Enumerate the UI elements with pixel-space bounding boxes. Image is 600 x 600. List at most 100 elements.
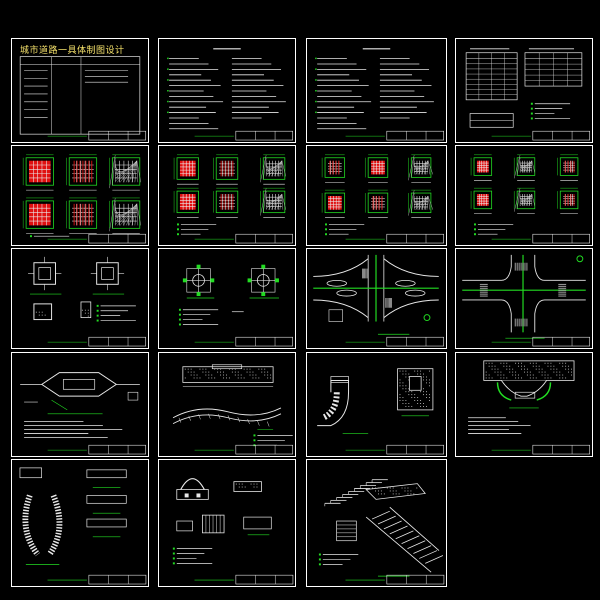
curb-section [80,301,92,319]
paving-pattern-frame [25,157,54,186]
aggregate-fill [526,374,528,376]
aggregate-fill [518,374,519,376]
paving-pattern-hatch [136,160,141,183]
aggregate-fill [515,371,517,373]
traffic-island [326,279,347,287]
paving-pattern-hatch [279,194,283,210]
drain-section [243,516,272,530]
aggregate-fill [392,490,394,492]
aggregate-fill [518,365,519,367]
aggregate-fill [417,400,419,401]
aggregate-fill [420,373,422,375]
sheet-paving-3 [306,145,447,246]
gravel-fill [41,314,43,316]
note-bullet [253,439,256,442]
sheet-intersection-2 [455,248,593,349]
aggregate-fill [249,368,251,370]
aggregate-fill [414,370,416,372]
aggregate-fill [270,374,272,376]
curve-hatch [198,414,201,420]
paving-pattern-hatch [115,164,134,179]
section-void [184,493,189,498]
sheet-intersection-1 [306,248,447,349]
stair-perspective-tread [383,520,402,530]
aggregate-fill [220,371,222,373]
aggregate-fill [392,493,394,495]
tree-grate-lug [275,278,279,283]
aggregate-fill [509,365,511,367]
sheet-tree-pit-2-drawing [178,264,293,347]
aggregate-fill [196,377,198,379]
note-bullet [178,323,181,326]
sheet-curve-drawing [19,467,147,585]
paving-pattern-hatch [266,161,282,176]
aggregate-fill [506,365,508,367]
aggregate-fill [565,368,567,370]
aggregate-fill [214,377,216,379]
note-bullet [96,304,99,307]
aggregate-fill [544,362,546,364]
paving-pattern-hatch [263,157,267,180]
paving-pattern-hatch [273,193,283,210]
paving-pattern-hatch [263,191,267,213]
curve-hatch [178,417,182,423]
paving-pattern-hatch [266,167,276,170]
aggregate-fill [416,487,418,489]
aggregate-fill [426,405,427,407]
island-inner [62,379,96,390]
aggregate-fill [411,397,413,399]
drain-section [397,368,434,411]
aggregate-fill [417,373,419,375]
curb-section [86,469,127,479]
aggregate-fill [521,377,522,379]
aggregate-fill [423,394,424,396]
sheet-paving-1 [11,145,149,246]
note-bullet [167,100,169,103]
aggregate-fill [408,391,410,393]
note-bullet [177,223,179,226]
aggregate-fill [405,388,407,390]
paving-pattern-hatch [417,195,429,210]
paving-pattern-frame [324,157,346,178]
paving-pattern-hatch [268,160,283,177]
island-outline [40,372,118,397]
title-block [386,336,444,347]
aggregate-fill [256,483,258,485]
paving-pattern-hatch [426,160,429,175]
sheet-tree-pit-1 [11,248,149,349]
aggregate-fill [423,379,424,381]
aggregate-fill [565,362,567,364]
paving-pattern-fill [327,195,342,210]
title-block [386,574,445,585]
aggregate-fill [497,374,499,376]
aggregate-fill [240,377,242,379]
aggregate-fill [420,370,422,372]
note-bullet [530,102,533,105]
aggregate-fill [193,374,195,376]
aggregate-fill [535,362,537,364]
paving-pattern-fill [29,160,51,183]
title-block [88,233,146,244]
aggregate-fill [214,368,216,370]
aggregate-fill [485,377,487,379]
paving-pattern-hatch [279,160,283,177]
aggregate-fill [211,374,213,376]
paving-pattern-hatch [281,193,287,210]
aggregate-fill [550,377,552,379]
paving-pattern-hatch [414,162,427,173]
paving-pattern-hatch [514,154,521,179]
north-arrow-icon [423,314,431,322]
curb-section [86,518,127,528]
aggregate-fill [244,486,246,488]
aggregate-fill [399,394,401,396]
paving-pattern-hatch [514,188,521,212]
note-bullet [315,90,317,92]
paving-pattern-hatch [122,160,138,183]
aggregate-fill [526,371,528,373]
aggregate-fill [184,368,186,370]
paving-pattern-hatch [136,160,139,183]
aggregate-fill [423,403,424,404]
sheet-paving-2 [158,145,296,246]
paving-pattern-hatch [266,164,279,173]
sheet-paving-1-drawing [22,154,146,244]
